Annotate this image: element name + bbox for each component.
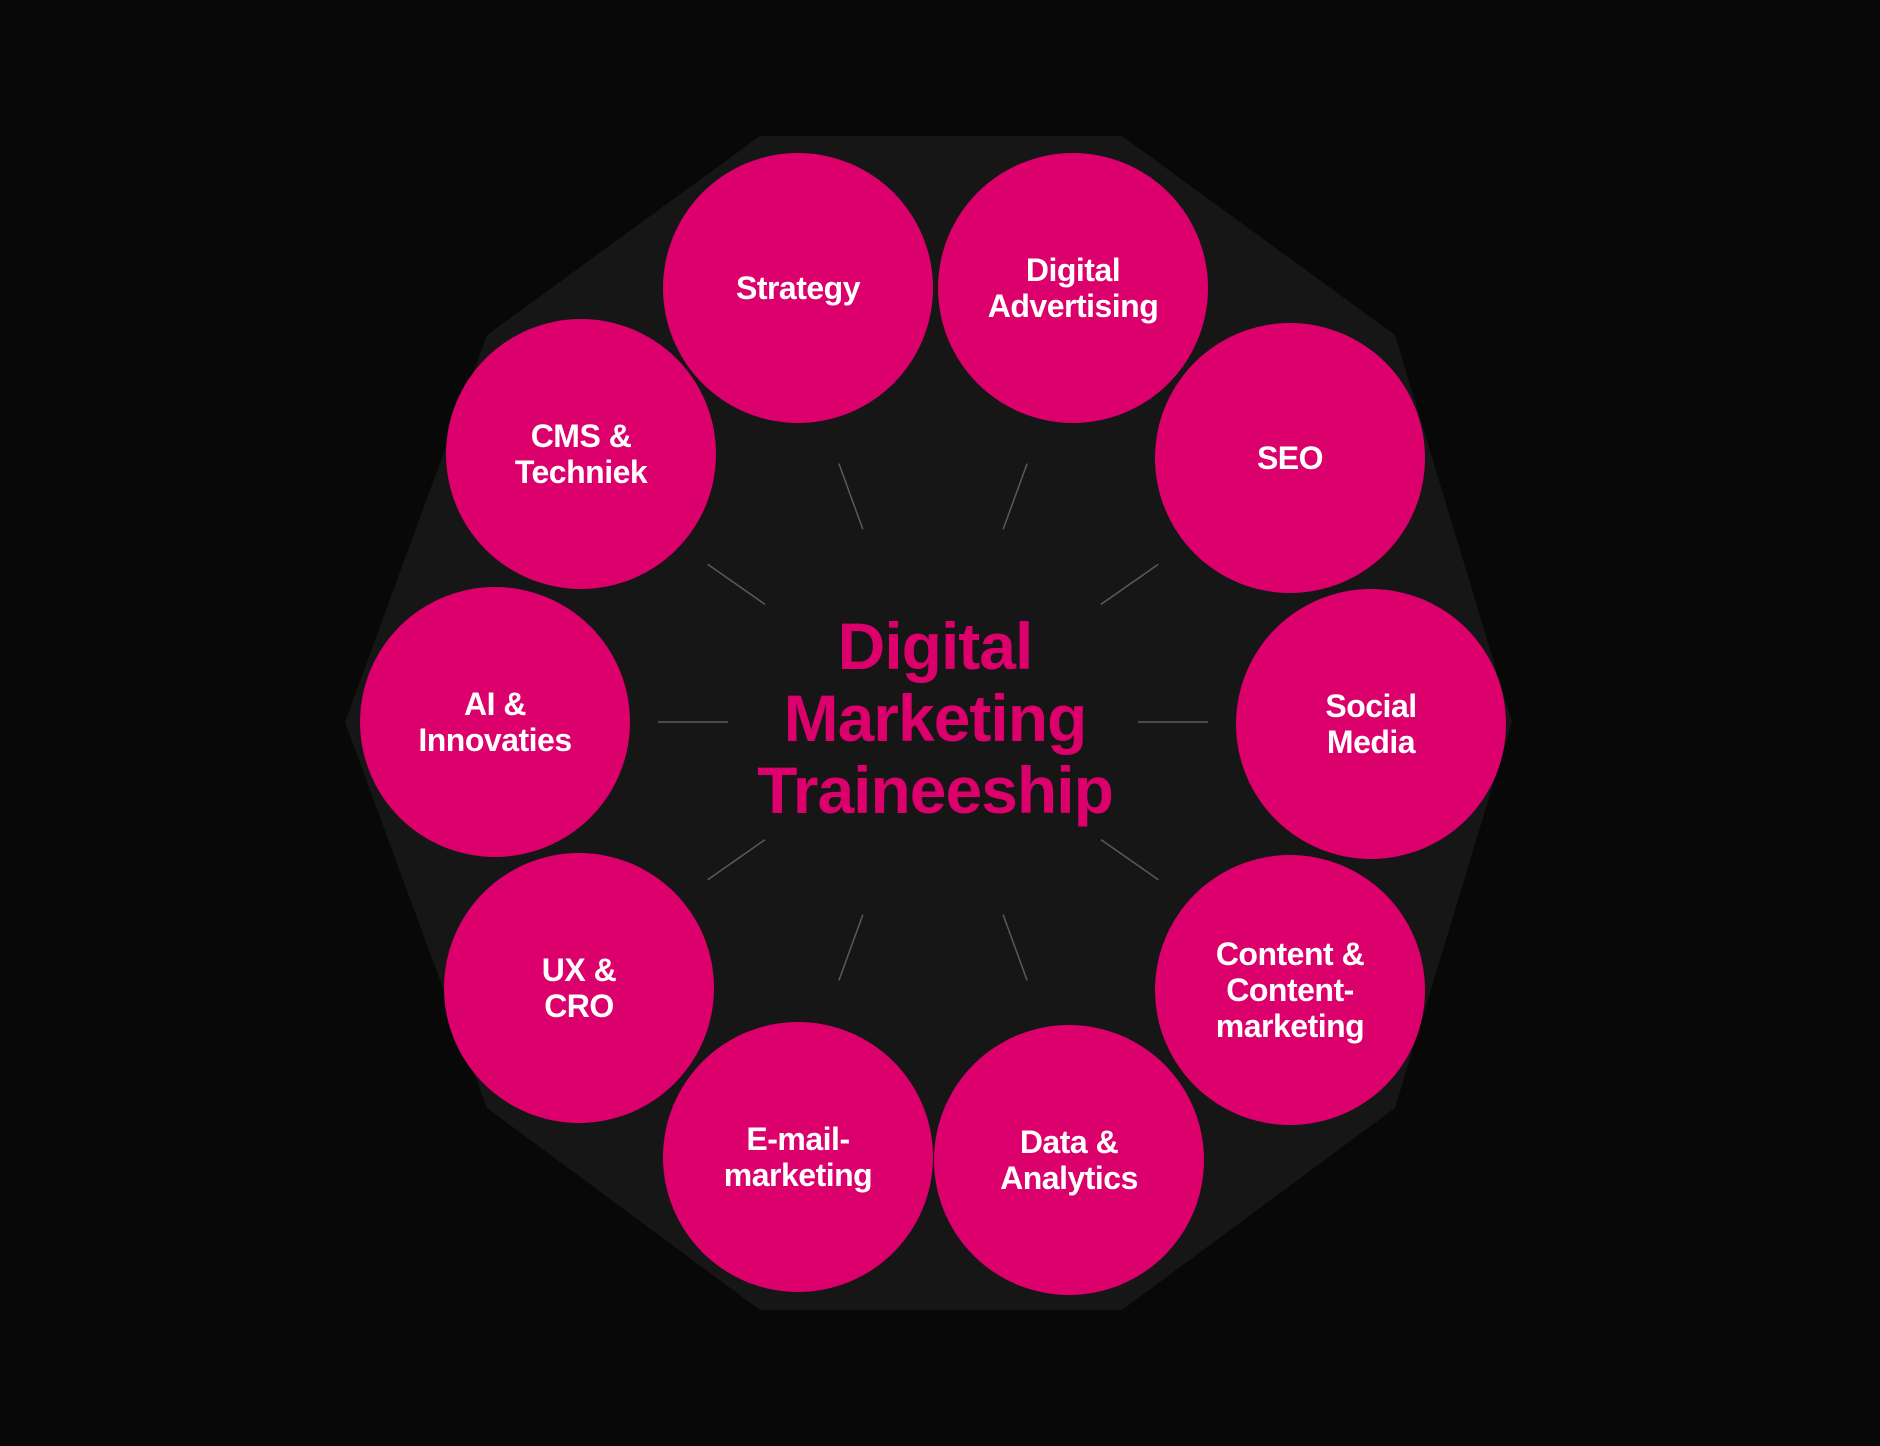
node-seo: SEO [1155,323,1425,593]
node-label-line: Social [1325,688,1417,724]
node-label-line: SEO [1256,440,1324,476]
node-label-line: Content & [1215,936,1365,972]
node-label-line: Analytics [1000,1160,1138,1196]
node-label-line: Digital [1025,252,1121,288]
connector-line [838,463,864,530]
node-label-line: Data & [1019,1124,1119,1160]
node-label: E-mail-marketing [693,1121,903,1193]
node-label: UX &CRO [474,952,684,1024]
connector-line [707,563,766,606]
node-label-line: marketing [723,1157,873,1193]
center-title-line-2: Marketing [783,681,1088,755]
node-label-line: Content- [1226,972,1354,1008]
center-title-line-3: Traineeship [757,753,1114,827]
node-label: Strategy [693,270,903,306]
node-cms-techniek: CMS &Techniek [446,319,716,589]
node-label-line: CMS & [530,418,632,454]
connector-line [1100,838,1159,881]
center-title-line-1: Digital [837,609,1034,683]
node-label: Content &Content-marketing [1185,936,1395,1044]
connector-line [1002,914,1028,981]
node-label-line: marketing [1215,1008,1365,1044]
connector-line [838,914,864,981]
center-title: Digital Marketing Traineeship [685,610,1185,826]
node-label: Data &Analytics [964,1124,1174,1196]
node-label-line: E-mail- [746,1121,850,1157]
node-label: AI &Innovaties [390,686,600,758]
node-label-line: Innovaties [418,722,572,758]
connector-lines [658,463,1208,981]
connector-line [1002,463,1028,530]
node-email-marketing: E-mail-marketing [663,1022,933,1292]
node-label: SEO [1185,440,1395,476]
connector-line [707,838,766,881]
node-strategy: Strategy [663,153,933,423]
node-data-analytics: Data &Analytics [934,1025,1204,1295]
node-content-marketing: Content &Content-marketing [1155,855,1425,1125]
node-label-line: Strategy [735,270,861,306]
connector-line [1100,563,1159,606]
node-label-line: Techniek [514,454,648,490]
node-label-line: UX & [541,952,617,988]
node-ux-cro: UX &CRO [444,853,714,1123]
node-label-line: CRO [544,988,614,1024]
node-label-line: AI & [464,686,527,722]
node-ai-innovaties: AI &Innovaties [360,587,630,857]
node-label: CMS &Techniek [476,418,686,490]
node-label-line: Media [1326,724,1416,760]
node-label-line: Advertising [987,288,1159,324]
